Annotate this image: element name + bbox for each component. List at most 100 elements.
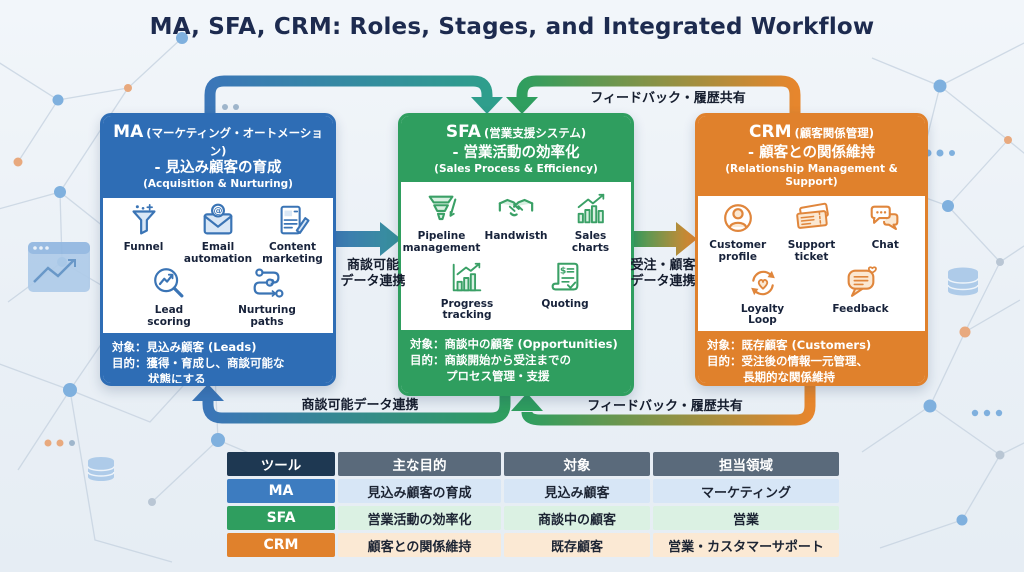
sfa-quoting-item: $ Quoting bbox=[529, 259, 601, 311]
email-automation-icon: @ bbox=[199, 202, 237, 240]
icon-label: Quoting bbox=[541, 297, 589, 310]
top-feedback-label: フィードバック・履歴共有 bbox=[590, 91, 746, 106]
sfa-target-cell: 商談中の顧客 bbox=[504, 506, 650, 530]
crm-chat-item: Chat bbox=[849, 200, 921, 252]
progress-tracking-icon bbox=[448, 259, 486, 297]
icon-label: Funnel bbox=[123, 240, 164, 253]
icon-label: Progress tracking bbox=[440, 297, 494, 322]
icon-label: Feedback bbox=[832, 302, 889, 315]
sfa-purpose-cell: 営業活動の効率化 bbox=[338, 506, 501, 530]
ma-email-item: @ Email automation bbox=[182, 202, 254, 266]
ma-domain-cell: マーケティング bbox=[653, 479, 839, 503]
icon-label: Loyalty Loop bbox=[740, 302, 785, 327]
crm-icon-area: Customer profile Support tic bbox=[698, 196, 925, 332]
icon-label: Support ticket bbox=[787, 239, 836, 263]
arrow-ma-to-sfa-top bbox=[204, 75, 503, 120]
loyalty-loop-icon bbox=[744, 264, 782, 302]
ma-tool-cell: MA bbox=[227, 479, 335, 503]
arrow-sfa-to-crm-mid bbox=[630, 222, 697, 256]
crm-footer: 対象：既存顧客 (Customers) 目的：受注後の情報一元管理、 長期的な関… bbox=[698, 331, 925, 384]
icon-label: Nurturing paths bbox=[238, 304, 296, 329]
crm-purpose-cont: 長期的な関係維持 bbox=[743, 369, 835, 384]
crm-loyalty-item: Loyalty Loop bbox=[727, 264, 799, 328]
ma-footer: 対象：見込み顧客 (Leads) 目的：獲得・育成し、商談可能な 状態にする bbox=[103, 332, 333, 386]
crm-tool-cell: CRM bbox=[227, 533, 335, 557]
header-domain: 担当領域 bbox=[653, 452, 839, 476]
table-row-ma: MA 見込み顧客の育成 見込み顧客 マーケティング bbox=[227, 479, 839, 503]
ma-title: MA bbox=[113, 122, 144, 142]
sfa-progress-item: Progress tracking bbox=[431, 259, 503, 323]
sfa-icon-area: Pipeline management Handwisth bbox=[401, 182, 631, 331]
sfa-to-crm-label: 受注・顧客 データ連携 bbox=[615, 258, 711, 291]
ma-funnel-item: Funnel bbox=[108, 202, 180, 254]
sfa-target: 対象：商談中の顧客 (Opportunities) bbox=[410, 337, 618, 352]
summary-table: ツール 主な目的 対象 担当領域 MA 見込み顧客の育成 見込み顧客 マーケティ… bbox=[224, 449, 842, 560]
crm-target-cell: 既存顧客 bbox=[504, 533, 650, 557]
browser-chart-decor bbox=[28, 242, 90, 292]
crm-ticket-item: Support ticket bbox=[776, 200, 848, 264]
arrow-crm-to-sfa-bottom bbox=[511, 376, 816, 426]
icon-label: Chat bbox=[871, 239, 899, 252]
ma-icon-area: Funnel @ Email automation bbox=[103, 197, 333, 333]
svg-text:@: @ bbox=[213, 207, 222, 217]
ma-purpose-cont: 状態にする bbox=[148, 371, 206, 386]
arrow-crm-to-sfa-top bbox=[506, 75, 801, 120]
crm-header: CRM(顧客関係管理) - 顧客との関係維持 (Relationship Man… bbox=[698, 116, 925, 197]
sfa-subtitle: - 営業活動の効率化 bbox=[452, 144, 580, 161]
arrow-sfa-to-ma-bottom bbox=[192, 384, 511, 424]
ma-to-sfa-label: 商談可能 データ連携 bbox=[325, 258, 421, 291]
sfa-title: SFA bbox=[445, 122, 481, 142]
crm-feedback-item: Feedback bbox=[825, 264, 897, 316]
ma-to-sfa-label-line1: 商談可能 bbox=[346, 258, 399, 273]
bottom-left-label: 商談可能データ連携 bbox=[301, 398, 419, 413]
sfa-footer: 対象：商談中の顧客 (Opportunities) 目的：商談開始から受注までの… bbox=[401, 330, 631, 393]
ma-header: MA(マーケティング・オートメーション) - 見込み顧客の育成 (Acquisi… bbox=[103, 116, 333, 198]
pipeline-management-icon bbox=[423, 191, 461, 229]
ma-content-item: Content marketing bbox=[257, 202, 329, 266]
ma-subtitle-en: (Acquisition & Nurturing) bbox=[143, 178, 293, 191]
sfa-tool-cell: SFA bbox=[227, 506, 335, 530]
ma-target-cell: 見込み顧客 bbox=[504, 479, 650, 503]
crm-target: 対象：既存顧客 (Customers) bbox=[707, 338, 872, 353]
header-target: 対象 bbox=[504, 452, 650, 476]
arrow-ma-to-sfa-mid bbox=[332, 222, 401, 256]
ma-box: MA(マーケティング・オートメーション) - 見込み顧客の育成 (Acquisi… bbox=[100, 113, 336, 386]
header-tool: ツール bbox=[227, 452, 335, 476]
sfa-sales-charts-item: Sales charts bbox=[555, 191, 627, 255]
crm-domain-cell: 営業・カスタマーサポート bbox=[653, 533, 839, 557]
table-header-row: ツール 主な目的 対象 担当領域 bbox=[227, 452, 839, 476]
ma-to-sfa-label-line2: データ連携 bbox=[340, 274, 406, 290]
feedback-icon bbox=[842, 264, 880, 302]
quoting-icon: $ bbox=[546, 259, 584, 297]
crm-customer-item: Customer profile bbox=[702, 200, 774, 264]
handshake-icon bbox=[497, 191, 535, 229]
sfa-subtitle-en: (Sales Process & Efficiency) bbox=[434, 162, 598, 175]
table-row-sfa: SFA 営業活動の効率化 商談中の顧客 営業 bbox=[227, 506, 839, 530]
icon-label: Customer profile bbox=[709, 239, 767, 263]
sales-charts-icon bbox=[572, 191, 610, 229]
ma-subtitle: - 見込み顧客の育成 bbox=[154, 160, 282, 177]
ma-lead-scoring-item: Lead scoring bbox=[133, 265, 205, 329]
crm-purpose-cell: 顧客との関係維持 bbox=[338, 533, 501, 557]
crm-subtitle: - 顧客との関係維持 bbox=[748, 144, 875, 161]
sfa-to-crm-label-line1: 受注・顧客 bbox=[630, 258, 696, 273]
sfa-purpose-cont: プロセス管理・支援 bbox=[446, 369, 550, 384]
sfa-to-crm-label-line2: データ連携 bbox=[630, 274, 696, 290]
ma-nurturing-item: Nurturing paths bbox=[231, 265, 303, 329]
database-decor bbox=[87, 267, 979, 481]
crm-box: CRM(顧客関係管理) - 顧客との関係維持 (Relationship Man… bbox=[695, 113, 928, 386]
ma-title-suffix: (マーケティング・オートメーション) bbox=[146, 126, 323, 158]
ma-purpose-cell: 見込み顧客の育成 bbox=[338, 479, 501, 503]
funnel-icon bbox=[125, 202, 163, 240]
icon-label: Content marketing bbox=[262, 240, 323, 265]
sfa-box: SFA(営業支援システム) - 営業活動の効率化 (Sales Process … bbox=[398, 113, 634, 396]
sfa-purpose: 目的：商談開始から受注までの bbox=[410, 353, 571, 368]
crm-purpose: 目的：受注後の情報一元管理、 bbox=[707, 353, 868, 368]
nurturing-paths-icon bbox=[248, 265, 286, 303]
sfa-domain-cell: 営業 bbox=[653, 506, 839, 530]
sfa-header: SFA(営業支援システム) - 営業活動の効率化 (Sales Process … bbox=[401, 116, 631, 183]
sfa-pipeline-item: Pipeline management bbox=[403, 191, 480, 255]
